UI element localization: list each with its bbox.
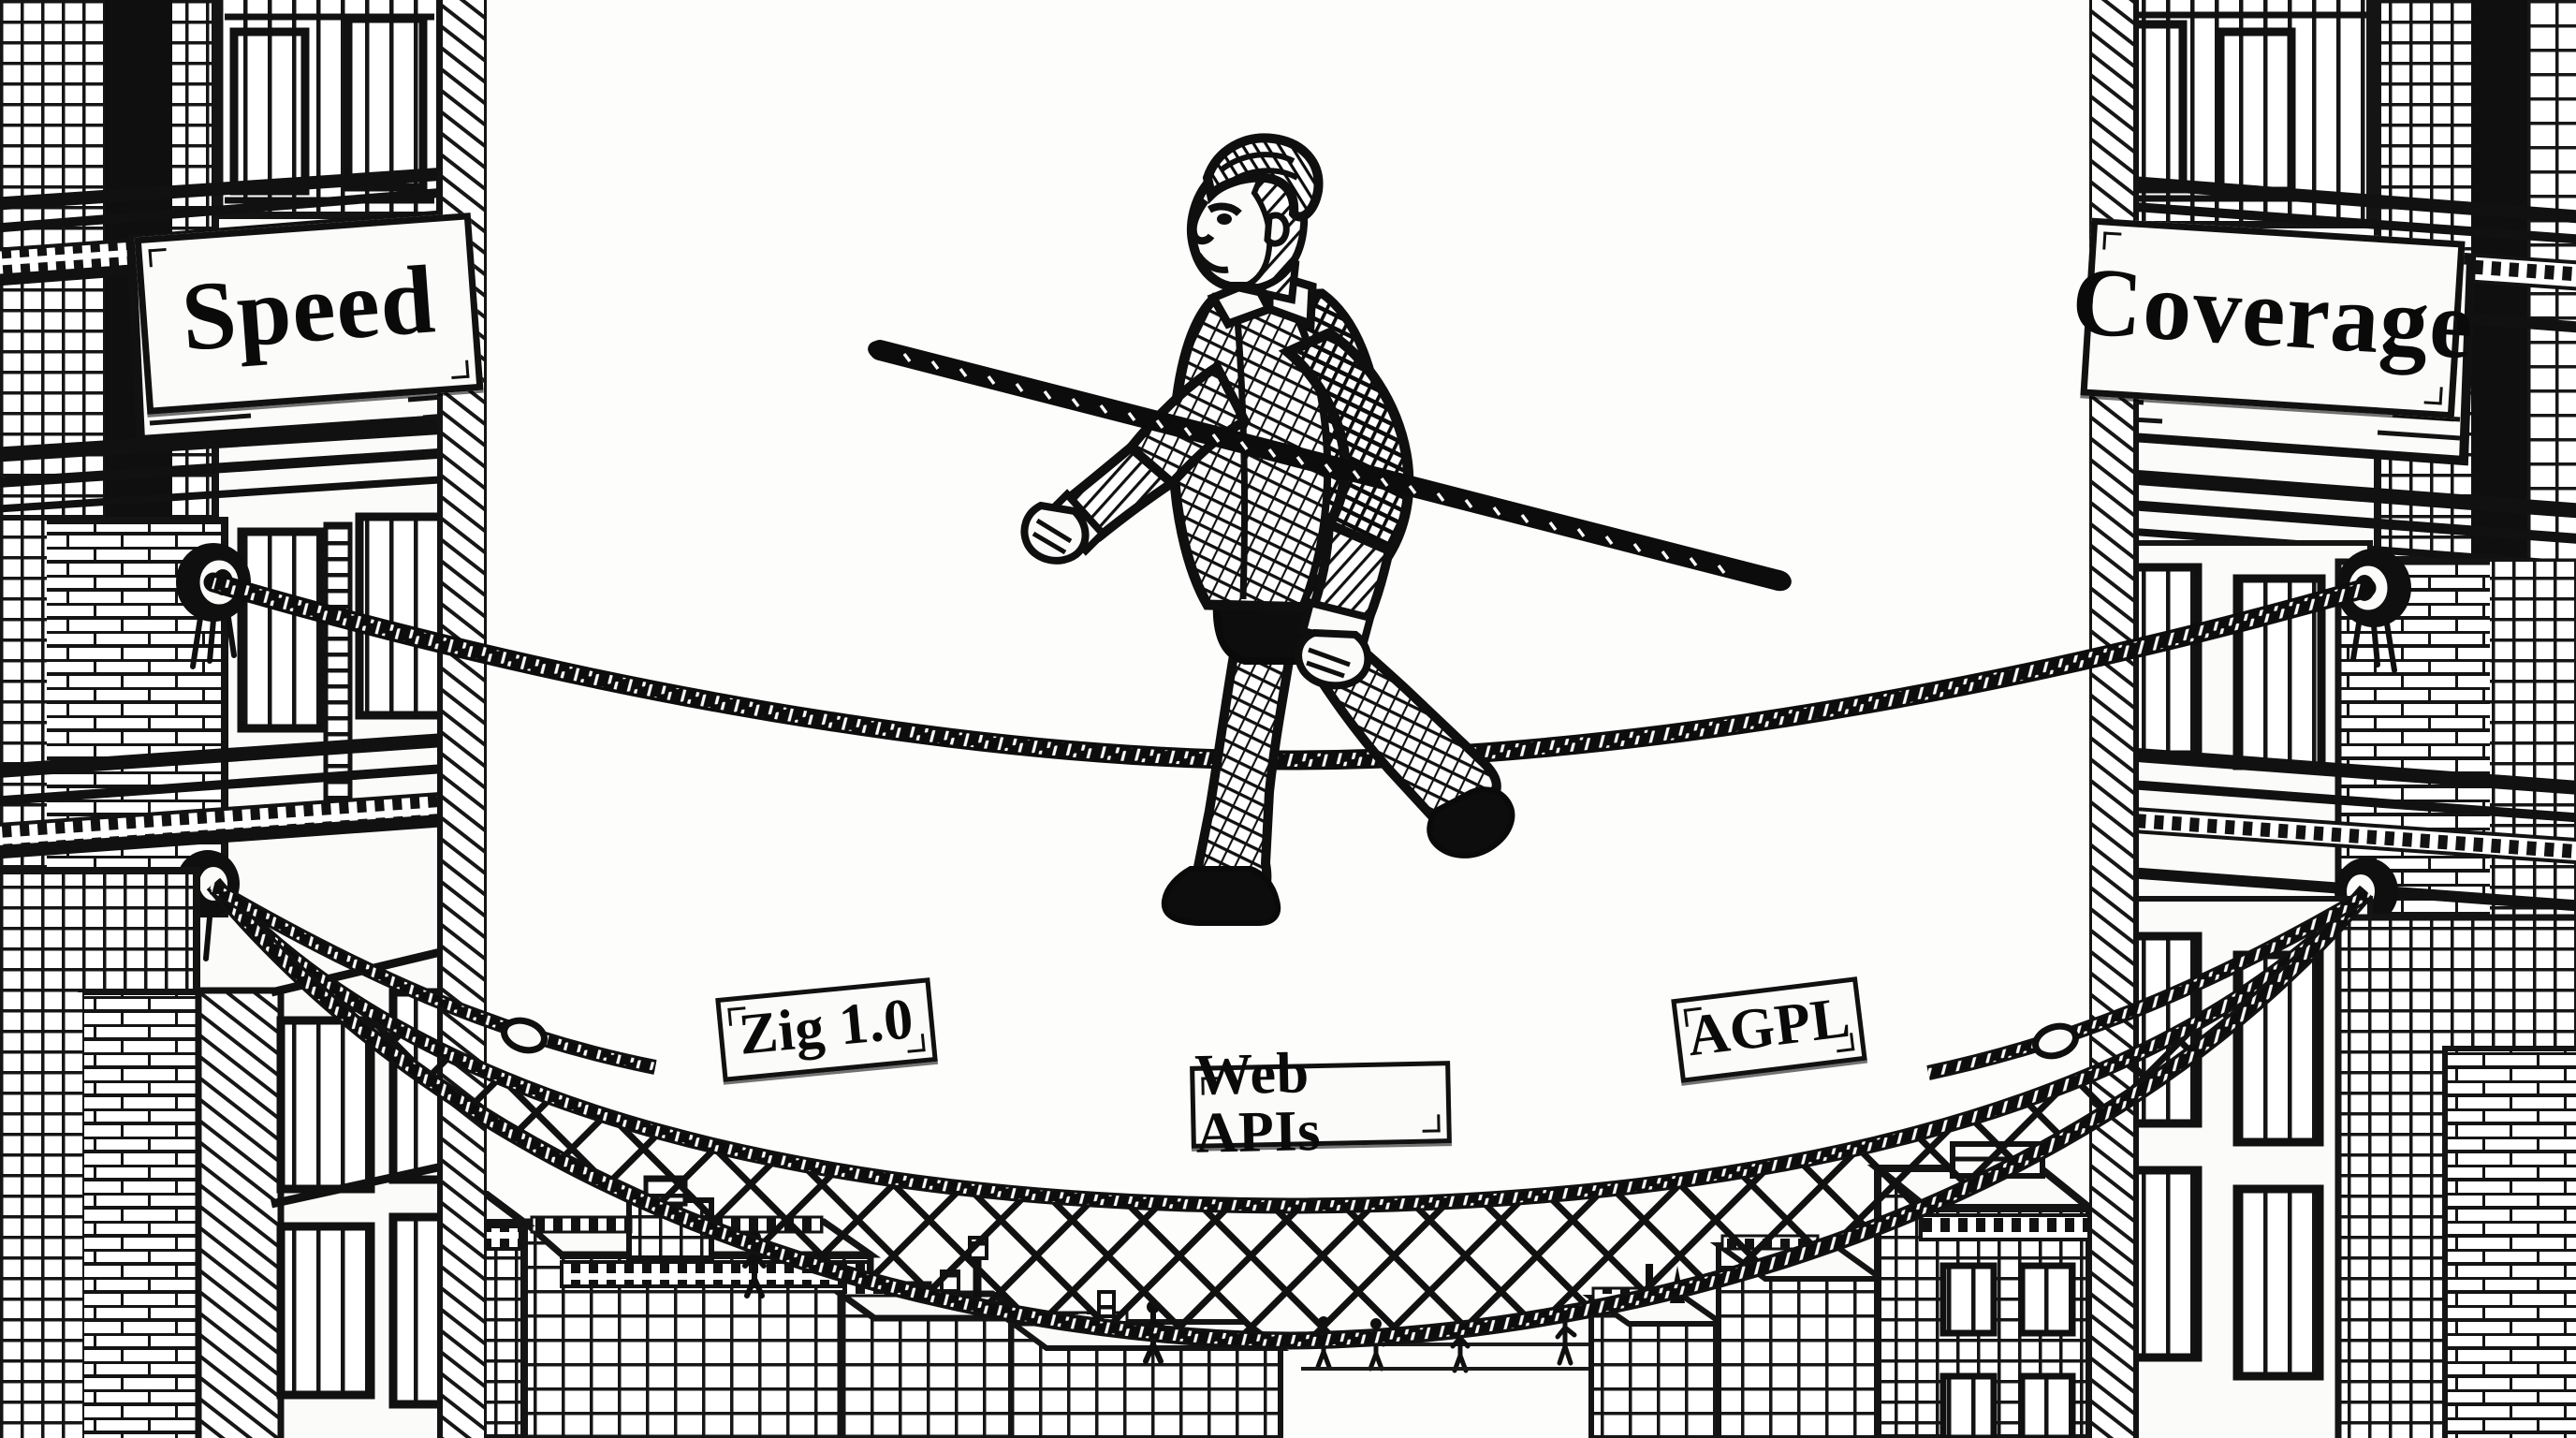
tightrope-walker (1020, 133, 1515, 926)
right-building (2089, 0, 2576, 1438)
balance-pole (868, 340, 1792, 592)
coverage-sign[interactable]: Coverage (2069, 217, 2477, 419)
speed-sign[interactable]: Speed (134, 213, 484, 415)
safety-net (206, 877, 2374, 1350)
web-apis-sign[interactable]: Web APIs (1190, 1041, 1452, 1166)
tightrope (203, 572, 2377, 770)
